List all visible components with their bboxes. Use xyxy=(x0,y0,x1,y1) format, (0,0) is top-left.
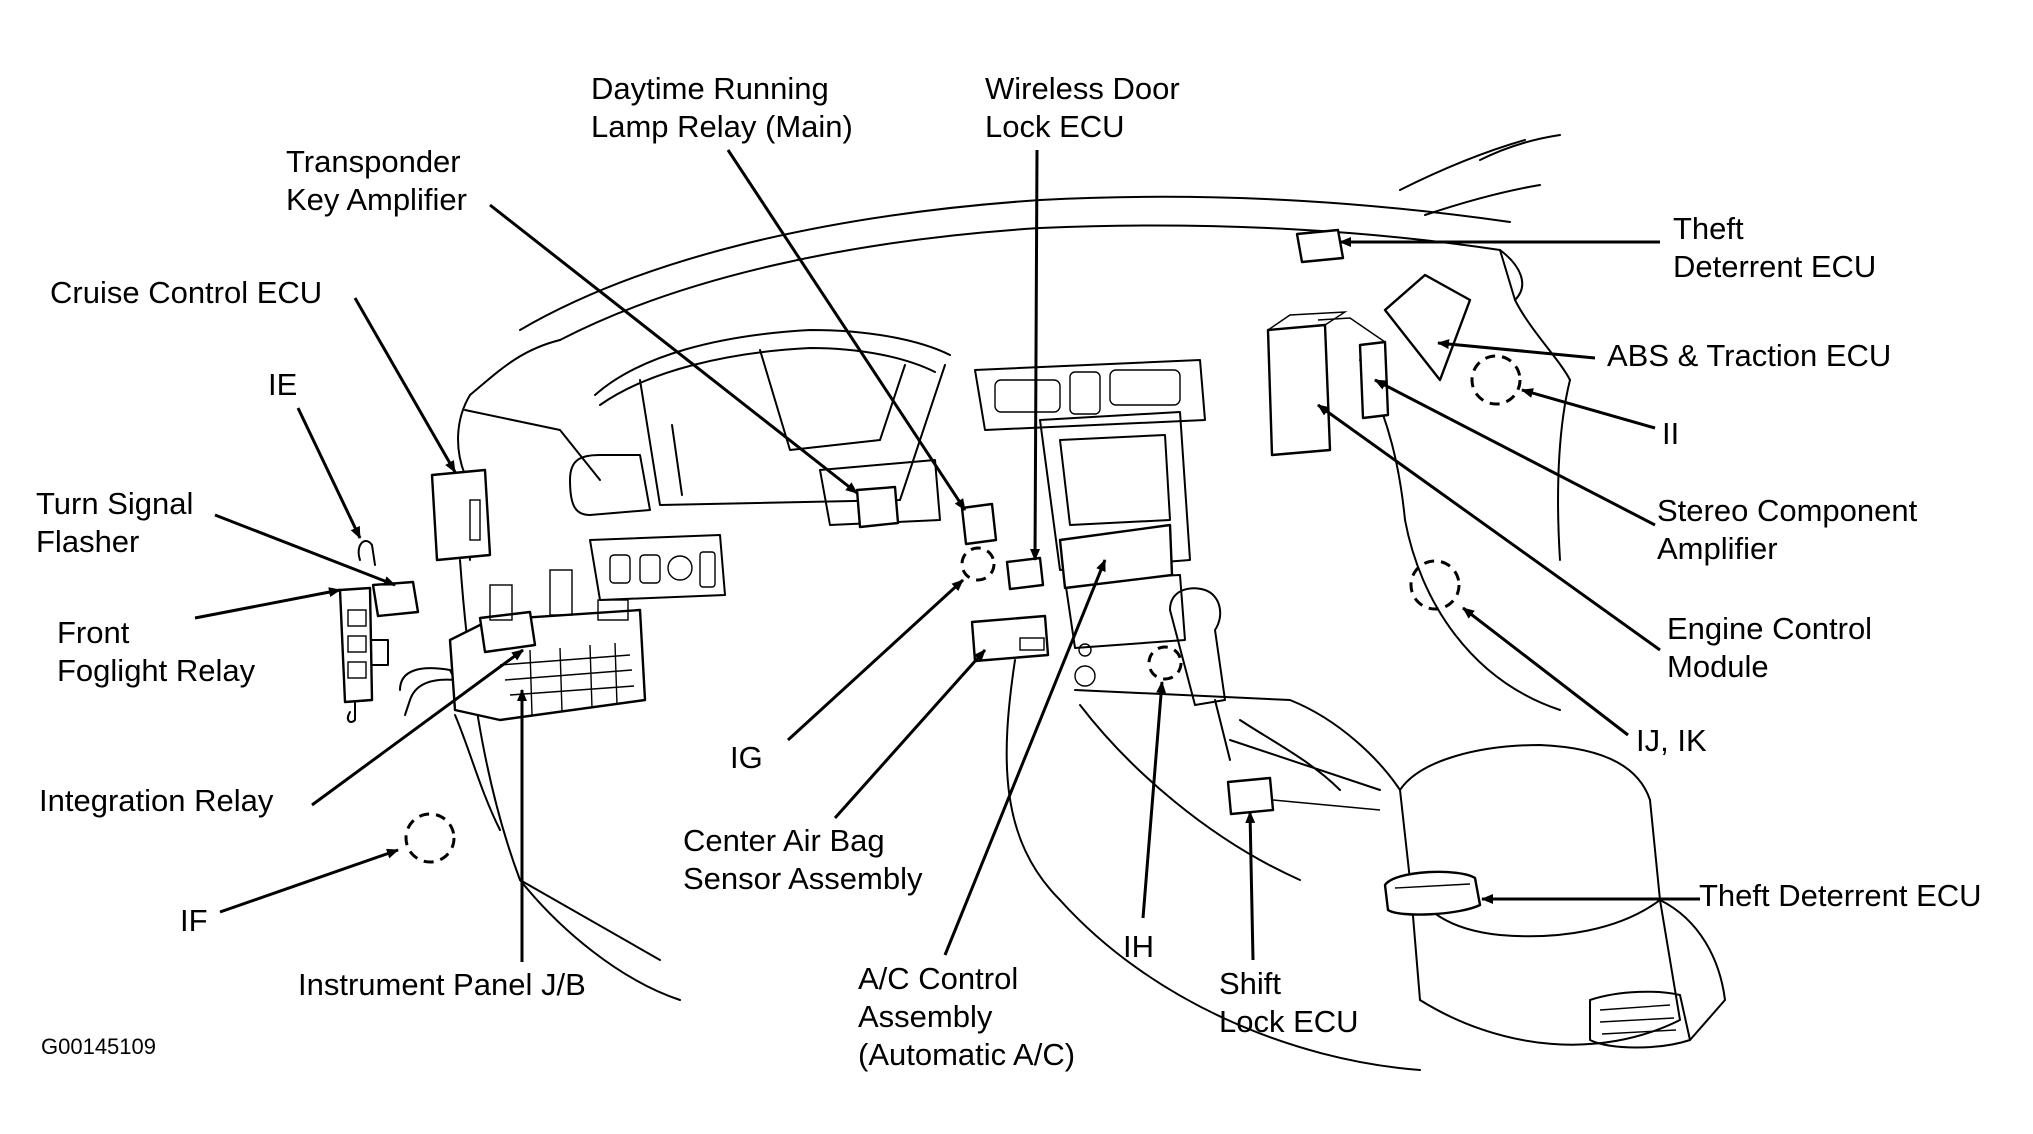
connector-if-circle xyxy=(404,812,456,864)
label-cruise-control-ecu: Cruise Control ECU xyxy=(50,275,323,310)
component-shapes xyxy=(338,228,1482,916)
leader-if xyxy=(219,848,399,914)
label-ij-ik: IJ, IK xyxy=(1636,723,1707,758)
leader-integration-relay xyxy=(311,648,524,807)
leader-turn-signal-flasher xyxy=(214,513,396,587)
label-ie: IE xyxy=(268,367,298,402)
label-ac-control-assembly: A/C Control Assembly (Automatic A/C) xyxy=(858,961,1076,1072)
label-front-foglight-relay: Front Foglight Relay xyxy=(57,615,256,688)
label-integration-relay: Integration Relay xyxy=(39,783,274,818)
label-ii: II xyxy=(1662,416,1680,451)
connector-circles xyxy=(404,354,1522,864)
label-engine-control-module: Engine Control Module xyxy=(1667,611,1873,684)
connector-ii-circle xyxy=(1470,354,1522,406)
label-theft-deterrent-ecu-upper: Theft Deterrent ECU xyxy=(1673,211,1877,284)
label-shift-lock-ecu: Shift Lock ECU xyxy=(1219,966,1359,1039)
label-center-air-bag-sensor: Center Air Bag Sensor Assembly xyxy=(683,823,923,896)
leader-ii xyxy=(1521,388,1656,430)
leader-cruise-control-ecu xyxy=(353,297,457,473)
label-transponder-key-amplifier: Transponder Key Amplifier xyxy=(286,144,467,217)
leader-shift-lock-ecu xyxy=(1245,811,1256,961)
leader-wireless-door-lock-ecu xyxy=(1030,149,1041,561)
label-theft-deterrent-ecu-lower: Theft Deterrent ECU xyxy=(1699,878,1982,913)
connector-ig-circle xyxy=(960,546,996,582)
leader-ig xyxy=(786,578,965,742)
leader-daytime-running-lamp-relay xyxy=(726,149,967,511)
leader-center-air-bag-sensor xyxy=(833,649,987,819)
figure-code: G00145109 xyxy=(41,1034,156,1059)
label-stereo-component-amplifier: Stereo Component Amplifier xyxy=(1657,493,1918,566)
label-wireless-door-lock-ecu: Wireless Door Lock ECU xyxy=(985,71,1180,144)
leader-front-foglight-relay xyxy=(194,587,341,620)
label-turn-signal-flasher: Turn Signal Flasher xyxy=(36,486,194,559)
label-daytime-running-lamp-relay: Daytime Running Lamp Relay (Main) xyxy=(591,71,853,144)
connector-ij-ik-circle xyxy=(1409,559,1461,611)
leader-engine-control-module xyxy=(1317,403,1661,652)
leader-abs-traction-ecu xyxy=(1437,339,1596,360)
leader-ij-ik xyxy=(1462,606,1629,737)
leader-ih xyxy=(1141,681,1167,919)
label-if: IF xyxy=(180,903,208,938)
dashboard-outline xyxy=(454,134,1726,1071)
label-abs-traction-ecu: ABS & Traction ECU xyxy=(1607,338,1892,373)
connector-ih-circle xyxy=(1147,645,1183,681)
label-ih: IH xyxy=(1123,929,1154,964)
label-ig: IG xyxy=(730,740,763,775)
leader-lines xyxy=(194,149,1700,962)
leader-stereo-component-amplifier xyxy=(1374,378,1656,527)
leader-ie xyxy=(296,407,362,539)
label-instrument-panel-jb: Instrument Panel J/B xyxy=(298,967,586,1002)
leader-transponder-key-amplifier xyxy=(489,203,858,495)
leader-ac-control-assembly xyxy=(943,559,1107,956)
